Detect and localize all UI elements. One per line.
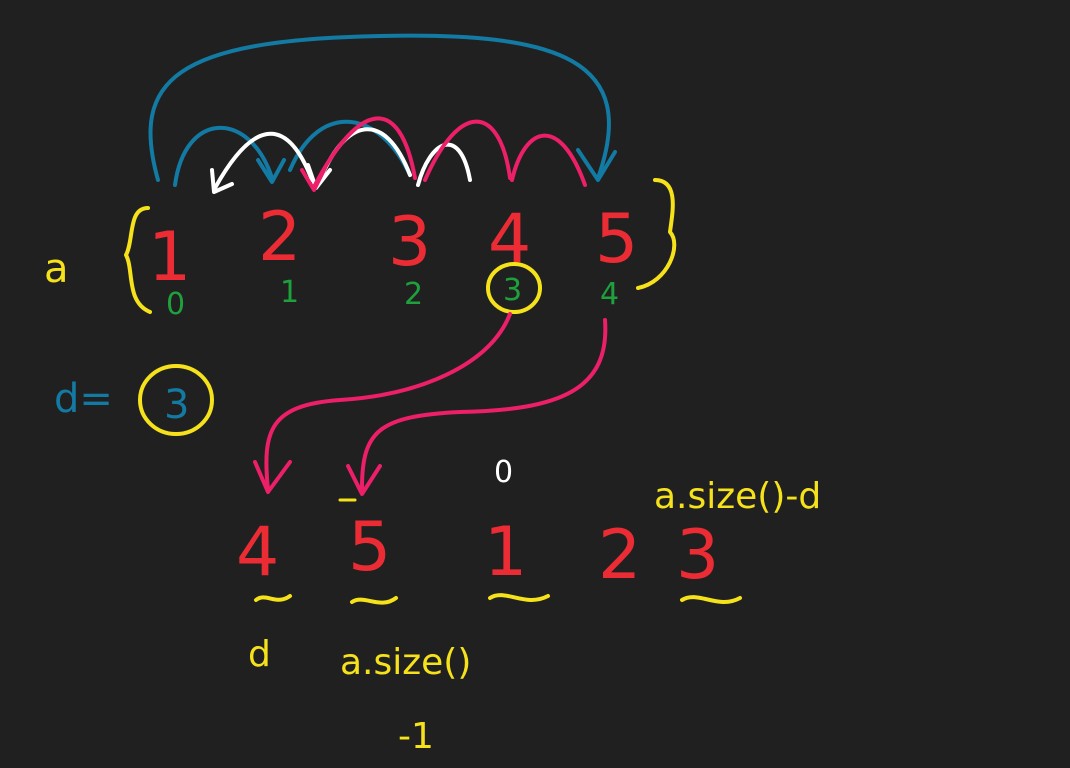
arrow-index3-head xyxy=(253,460,292,494)
blue-rotation-arrows xyxy=(148,33,617,187)
right-curly-brace xyxy=(636,178,677,290)
zero-index-mark: 0 xyxy=(494,455,513,490)
label-minus-one: -1 xyxy=(398,716,434,757)
array-value: 2 xyxy=(258,198,301,277)
rotation-count: d= 3 xyxy=(54,364,214,436)
arrow-index4-head xyxy=(346,464,382,496)
array-index: 2 xyxy=(404,277,423,312)
pink-arc-4-3 xyxy=(423,119,512,182)
d-value-circle xyxy=(138,364,214,436)
pink-arc-head xyxy=(300,166,327,192)
array-value: 3 xyxy=(388,203,431,282)
blue-big-arc xyxy=(148,33,611,182)
left-curly-brace xyxy=(124,206,152,314)
move-arrows xyxy=(253,312,608,496)
white-arc-2-1 xyxy=(213,131,314,190)
array-index: 3 xyxy=(503,273,522,308)
pink-rotation-arrows xyxy=(300,116,587,192)
d-label: d= xyxy=(54,376,113,422)
pink-arc-5-4 xyxy=(510,133,587,187)
rotated-value: 5 xyxy=(348,508,391,587)
array-index: 0 xyxy=(166,287,185,322)
blue-big-arc-head xyxy=(576,148,617,182)
rotated-value: 3 xyxy=(676,516,719,595)
white-arc-2-1-head xyxy=(210,168,234,194)
tilde-mark xyxy=(350,596,398,605)
blue-arc-1-2-head xyxy=(256,158,286,184)
array-index: 4 xyxy=(600,277,619,312)
index-highlight-circle xyxy=(486,262,542,314)
label-size: a.size() xyxy=(340,642,471,683)
tilde-mark xyxy=(488,593,550,602)
array-name: a xyxy=(44,246,69,292)
label-size-minus-d: a.size()-d xyxy=(654,476,821,517)
tilde-mark xyxy=(254,594,292,602)
arrow-index3-to-front xyxy=(264,312,512,492)
array-index: 1 xyxy=(280,275,299,310)
white-rotation-arrows xyxy=(210,127,472,194)
label-d: d xyxy=(248,634,271,675)
rotated-value: 4 xyxy=(236,513,279,592)
annotations: d a.size() -1 a.size()-d xyxy=(248,476,821,757)
rotated-value: 2 xyxy=(598,516,641,595)
rotated-value: 1 xyxy=(484,513,527,592)
d-value: 3 xyxy=(164,382,189,428)
array-value: 5 xyxy=(595,200,638,279)
array-value: 1 xyxy=(148,218,191,297)
rotated-array: 4 5 1 2 3 0 xyxy=(236,455,742,605)
blue-arc-1-2 xyxy=(173,125,274,187)
tilde-mark xyxy=(680,595,742,604)
pink-arc-3-2 xyxy=(313,116,417,187)
arrow-index4-to-second xyxy=(360,318,608,490)
array-a: a 1 2 3 4 5 0 1 2 3 4 xyxy=(44,178,677,322)
